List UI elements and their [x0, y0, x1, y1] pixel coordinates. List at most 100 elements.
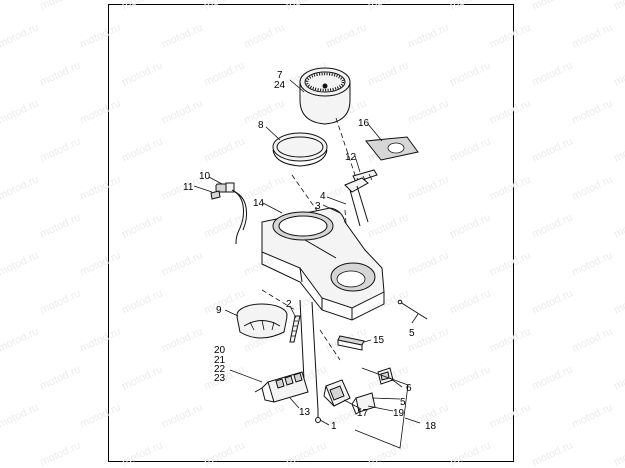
rubber-strip	[337, 335, 365, 351]
watermark-text: motod.ru	[530, 135, 574, 164]
watermark-text: motod.ru	[78, 325, 122, 354]
watermark-text: motod.ru	[612, 363, 625, 392]
watermark-text: motod.ru	[160, 97, 204, 126]
watermark-text: motod.ru	[78, 97, 122, 126]
watermark-text: motod.ru	[38, 287, 82, 316]
watermark-text: motod.ru	[202, 439, 246, 468]
watermark-text: motod.ru	[38, 0, 82, 13]
watermark-text: motod.ru	[202, 211, 246, 240]
watermark-text: motod.ru	[448, 0, 492, 13]
watermark-text: motod.ru	[488, 97, 532, 126]
watermark-text: motod.ru	[202, 135, 246, 164]
watermark-text: motod.ru	[448, 363, 492, 392]
watermark-text: motod.ru	[120, 135, 164, 164]
callout-21: 21	[214, 355, 226, 366]
console-stem	[299, 299, 319, 411]
watermark-text: motod.ru	[242, 173, 286, 202]
watermark-text: motod.ru	[448, 59, 492, 88]
callout-7: 7	[277, 70, 283, 81]
watermark-text: motod.ru	[570, 401, 614, 430]
watermark-text: motod.ru	[160, 401, 204, 430]
callout-16: 16	[358, 118, 370, 129]
watermark-text: motod.ru	[448, 135, 492, 164]
callout-5: 5	[409, 328, 415, 339]
console-housing	[261, 207, 385, 321]
switch-housing	[254, 371, 309, 403]
watermark-text: motod.ru	[366, 211, 410, 240]
watermark-text: motod.ru	[284, 439, 328, 468]
watermark-text: motod.ru	[530, 363, 574, 392]
watermark-text: motod.ru	[612, 211, 625, 240]
watermark-text: motod.ru	[488, 249, 532, 278]
watermark-text: motod.ru	[38, 211, 82, 240]
watermark-text: motod.ru	[0, 135, 1, 164]
watermark-text: motod.ru	[242, 97, 286, 126]
watermark-text: motod.ru	[0, 211, 1, 240]
callout-5-lower: 5	[400, 397, 406, 408]
callout-3: 3	[315, 201, 321, 212]
watermark-text: motod.ru	[78, 173, 122, 202]
callout-2: 2	[286, 299, 292, 310]
watermark-text: motod.ru	[0, 97, 41, 126]
watermark-text: motod.ru	[0, 21, 41, 50]
watermark-text: motod.ru	[78, 401, 122, 430]
watermark-text: motod.ru	[612, 135, 625, 164]
watermark-text: motod.ru	[120, 439, 164, 468]
callout-9: 9	[216, 305, 222, 316]
watermark-text: motod.ru	[0, 325, 41, 354]
callout-10: 10	[199, 171, 211, 182]
assembly-outline	[354, 367, 409, 449]
watermark-text: motod.ru	[160, 249, 204, 278]
watermark-text: motod.ru	[38, 59, 82, 88]
watermark-text: motod.ru	[242, 21, 286, 50]
wire-harness	[210, 182, 248, 245]
watermark-text: motod.ru	[530, 0, 574, 13]
callout-1: 1	[331, 421, 337, 432]
watermark-text: motod.ru	[570, 325, 614, 354]
lower-housing	[236, 303, 288, 339]
callout-13: 13	[299, 407, 311, 418]
watermark-text: motod.ru	[612, 439, 625, 468]
watermark-text: motod.ru	[488, 325, 532, 354]
watermark-text: motod.ru	[0, 439, 1, 468]
watermark-text: motod.ru	[406, 249, 450, 278]
screw	[315, 410, 321, 423]
watermark-text: motod.ru	[202, 59, 246, 88]
callout-23: 23	[214, 373, 226, 384]
watermark-text: motod.ru	[0, 173, 41, 202]
watermark-text: motod.ru	[488, 21, 532, 50]
watermark-text: motod.ru	[38, 439, 82, 468]
watermark-text: motod.ru	[0, 363, 1, 392]
watermark-text: motod.ru	[366, 59, 410, 88]
watermark-text: motod.ru	[448, 287, 492, 316]
watermark-text: motod.ru	[0, 401, 41, 430]
watermark-text: motod.ru	[530, 287, 574, 316]
watermark-text: motod.ru	[612, 59, 625, 88]
mounting-bracket	[365, 136, 419, 161]
callout-11: 11	[183, 182, 194, 193]
watermark-text: motod.ru	[120, 0, 164, 13]
callout-4: 4	[320, 191, 326, 202]
watermark-text: motod.ru	[570, 97, 614, 126]
callout-18: 18	[425, 421, 437, 432]
watermark-text: motod.ru	[488, 173, 532, 202]
callout-15: 15	[373, 335, 385, 346]
watermark-text: motod.ru	[448, 439, 492, 468]
watermark-text: motod.ru	[406, 97, 450, 126]
watermark-text: motod.ru	[38, 135, 82, 164]
callout-labels: 7 24 8 16 12 10 11 4 14 3 9 2 5 15 20 21…	[183, 70, 437, 432]
bolt	[289, 315, 301, 343]
watermark-text: motod.ru	[612, 0, 625, 13]
watermark-text: motod.ru	[530, 59, 574, 88]
leader-lines	[193, 79, 421, 426]
callout-14: 14	[253, 198, 265, 209]
watermark-text: motod.ru	[120, 287, 164, 316]
watermark-text: motod.ru	[366, 0, 410, 13]
watermark-text: motod.ru	[530, 439, 574, 468]
callout-19: 19	[393, 408, 405, 419]
watermark-text: motod.ru	[570, 21, 614, 50]
watermark-text: motod.ru	[120, 59, 164, 88]
watermark-text: motod.ru	[242, 401, 286, 430]
watermark-text: motod.ru	[284, 0, 328, 13]
